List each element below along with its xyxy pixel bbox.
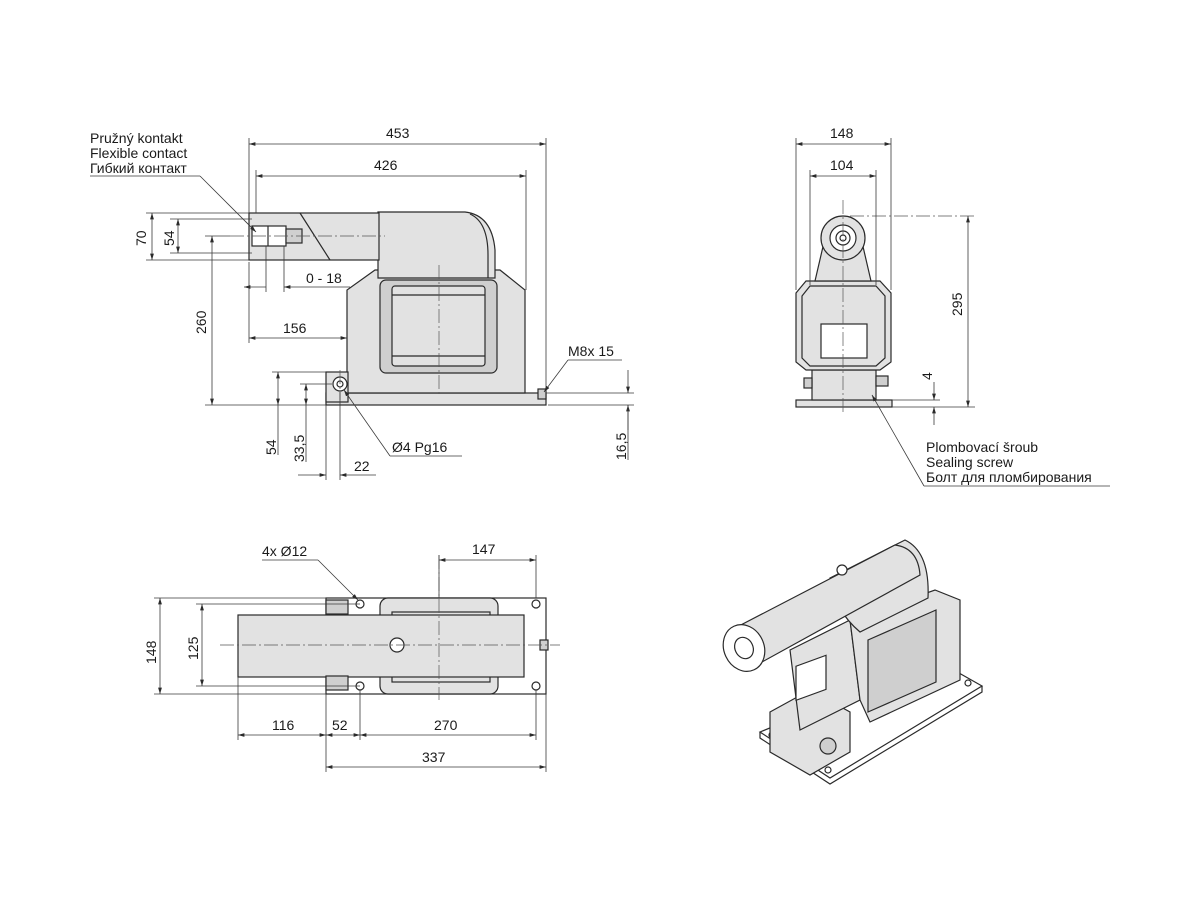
front-head: [377, 211, 496, 279]
label-flexible-contact-en: Flexible contact: [90, 145, 187, 161]
front-earth-screw: [537, 388, 547, 400]
dim-52: 52: [332, 717, 348, 733]
dim-70: 70: [133, 230, 149, 246]
dim-33-5: 33,5: [291, 435, 307, 462]
label-flexible-contact-cz: Pružný kontakt: [90, 130, 183, 146]
side-window: [820, 323, 868, 359]
label-sealing-screw-ru: Болт для пломбирования: [926, 469, 1092, 485]
dim-295: 295: [949, 292, 965, 316]
dim-337: 337: [422, 749, 446, 765]
label-m8x15: M8x 15: [568, 343, 614, 359]
dim-4: 4: [919, 372, 935, 380]
dim-426: 426: [374, 157, 398, 173]
dim-270: 270: [434, 717, 458, 733]
label-sealing-screw-cz: Plombovací šroub: [926, 439, 1038, 455]
dim-22: 22: [354, 458, 370, 474]
dim-54-top: 54: [161, 230, 177, 246]
dim-116: 116: [272, 717, 295, 733]
dim-148-side: 148: [830, 125, 854, 141]
dim-104: 104: [830, 157, 854, 173]
dim-16-5: 16,5: [613, 433, 629, 460]
side-base-plate: [795, 399, 893, 408]
label-sealing-screw-en: Sealing screw: [926, 454, 1014, 470]
dim-156: 156: [283, 320, 307, 336]
side-terminal-box: [811, 369, 877, 401]
dim-0-18: 0 - 18: [306, 270, 342, 286]
dim-147: 147: [472, 541, 496, 557]
front-view: 453 426 70 54 0 - 18 260 156 54 33,5: [90, 125, 634, 480]
front-window-inner: [391, 285, 486, 367]
iso-conductor-tube: [734, 544, 921, 663]
top-conductor: [237, 614, 525, 678]
iso-conductor-end: [722, 624, 766, 672]
isometric-view: [722, 539, 984, 785]
side-view: 148 104 295 4 Plombovací šroub Sealing s…: [795, 125, 1110, 487]
dim-260: 260: [193, 310, 209, 334]
dim-148-top: 148: [143, 640, 159, 664]
label-flexible-contact-ru: Гибкий контакт: [90, 160, 187, 176]
dim-125: 125: [185, 636, 201, 660]
label-pg16: Ø4 Pg16: [392, 439, 447, 455]
label-holes: 4x Ø12: [262, 543, 307, 559]
top-view: 147 148 125 116 52 270 337 4x Ø12: [143, 541, 560, 772]
front-base-plate: [325, 392, 547, 406]
dim-453: 453: [386, 125, 410, 141]
dim-54-bottom: 54: [263, 439, 279, 455]
